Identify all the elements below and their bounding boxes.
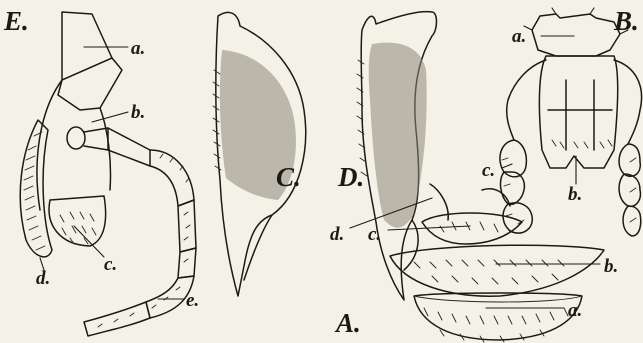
- figure-label-a: A.: [334, 308, 361, 338]
- label-a-a: a.: [568, 300, 582, 321]
- label-b-b: b.: [568, 184, 582, 205]
- label-e-e: e.: [186, 290, 199, 311]
- figure-c-mandible: [213, 12, 306, 296]
- figure-label-d: D.: [337, 162, 364, 192]
- figure-label-c: C.: [276, 162, 301, 192]
- label-a-d: d.: [330, 224, 344, 245]
- label-e-d: d.: [36, 268, 50, 289]
- figure-d-mandible: [357, 12, 437, 300]
- figure-label-e: E.: [3, 6, 29, 36]
- label-b-c: c.: [482, 160, 495, 181]
- label-e-b: b.: [131, 102, 145, 123]
- label-a-c: c.: [368, 224, 381, 245]
- label-e-a: a.: [131, 38, 145, 59]
- label-a-b: b.: [604, 256, 618, 277]
- label-e-c: c.: [104, 254, 117, 275]
- label-b-a: a.: [512, 26, 526, 47]
- figure-label-b: B.: [613, 6, 639, 36]
